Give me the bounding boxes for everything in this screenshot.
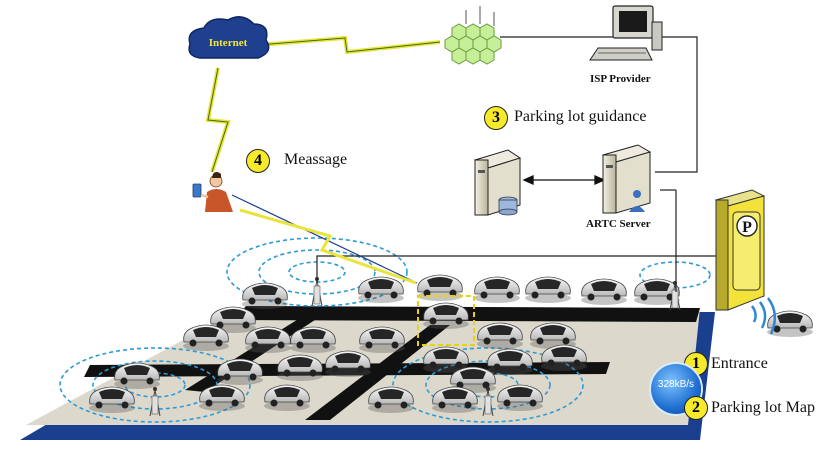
antenna-icon: [465, 6, 495, 26]
entrance-label: Entrance: [711, 355, 768, 372]
internet-label: Internet: [209, 37, 248, 49]
computer-icon: [589, 5, 663, 61]
isp-provider-label: ISP Provider: [590, 73, 651, 85]
parking-sign-text: P: [742, 219, 752, 236]
wireless-link-bolt: [207, 67, 229, 173]
step-2-badge: 2: [684, 396, 708, 420]
artc-server-icon: [601, 144, 652, 214]
speed-value: 328kB/s: [657, 379, 695, 390]
parking-lot-map-label: Parking lot Map: [711, 399, 815, 416]
road: [305, 325, 450, 420]
database-server-icon: [473, 149, 522, 216]
parking-lot-guidance-label: Parking lot guidance: [514, 108, 647, 125]
wireless-link-bolt: [239, 208, 417, 285]
step-4-badge: 4: [246, 149, 270, 173]
message-label: Meassage: [284, 151, 348, 168]
server-link-arrow: [522, 174, 606, 186]
selected-spot-highlight: [417, 295, 475, 346]
user-with-tablet-icon: [192, 172, 233, 212]
artc-server-label: ARTC Server: [586, 218, 651, 230]
hexagon-base-station-icon: [444, 23, 502, 65]
step-3-badge: 3: [484, 106, 508, 130]
internet-cloud-icon: [188, 16, 270, 59]
wireless-link-bolt: [257, 37, 441, 53]
parking-entrance-pole: [714, 189, 766, 311]
signal-arcs: [750, 297, 777, 335]
